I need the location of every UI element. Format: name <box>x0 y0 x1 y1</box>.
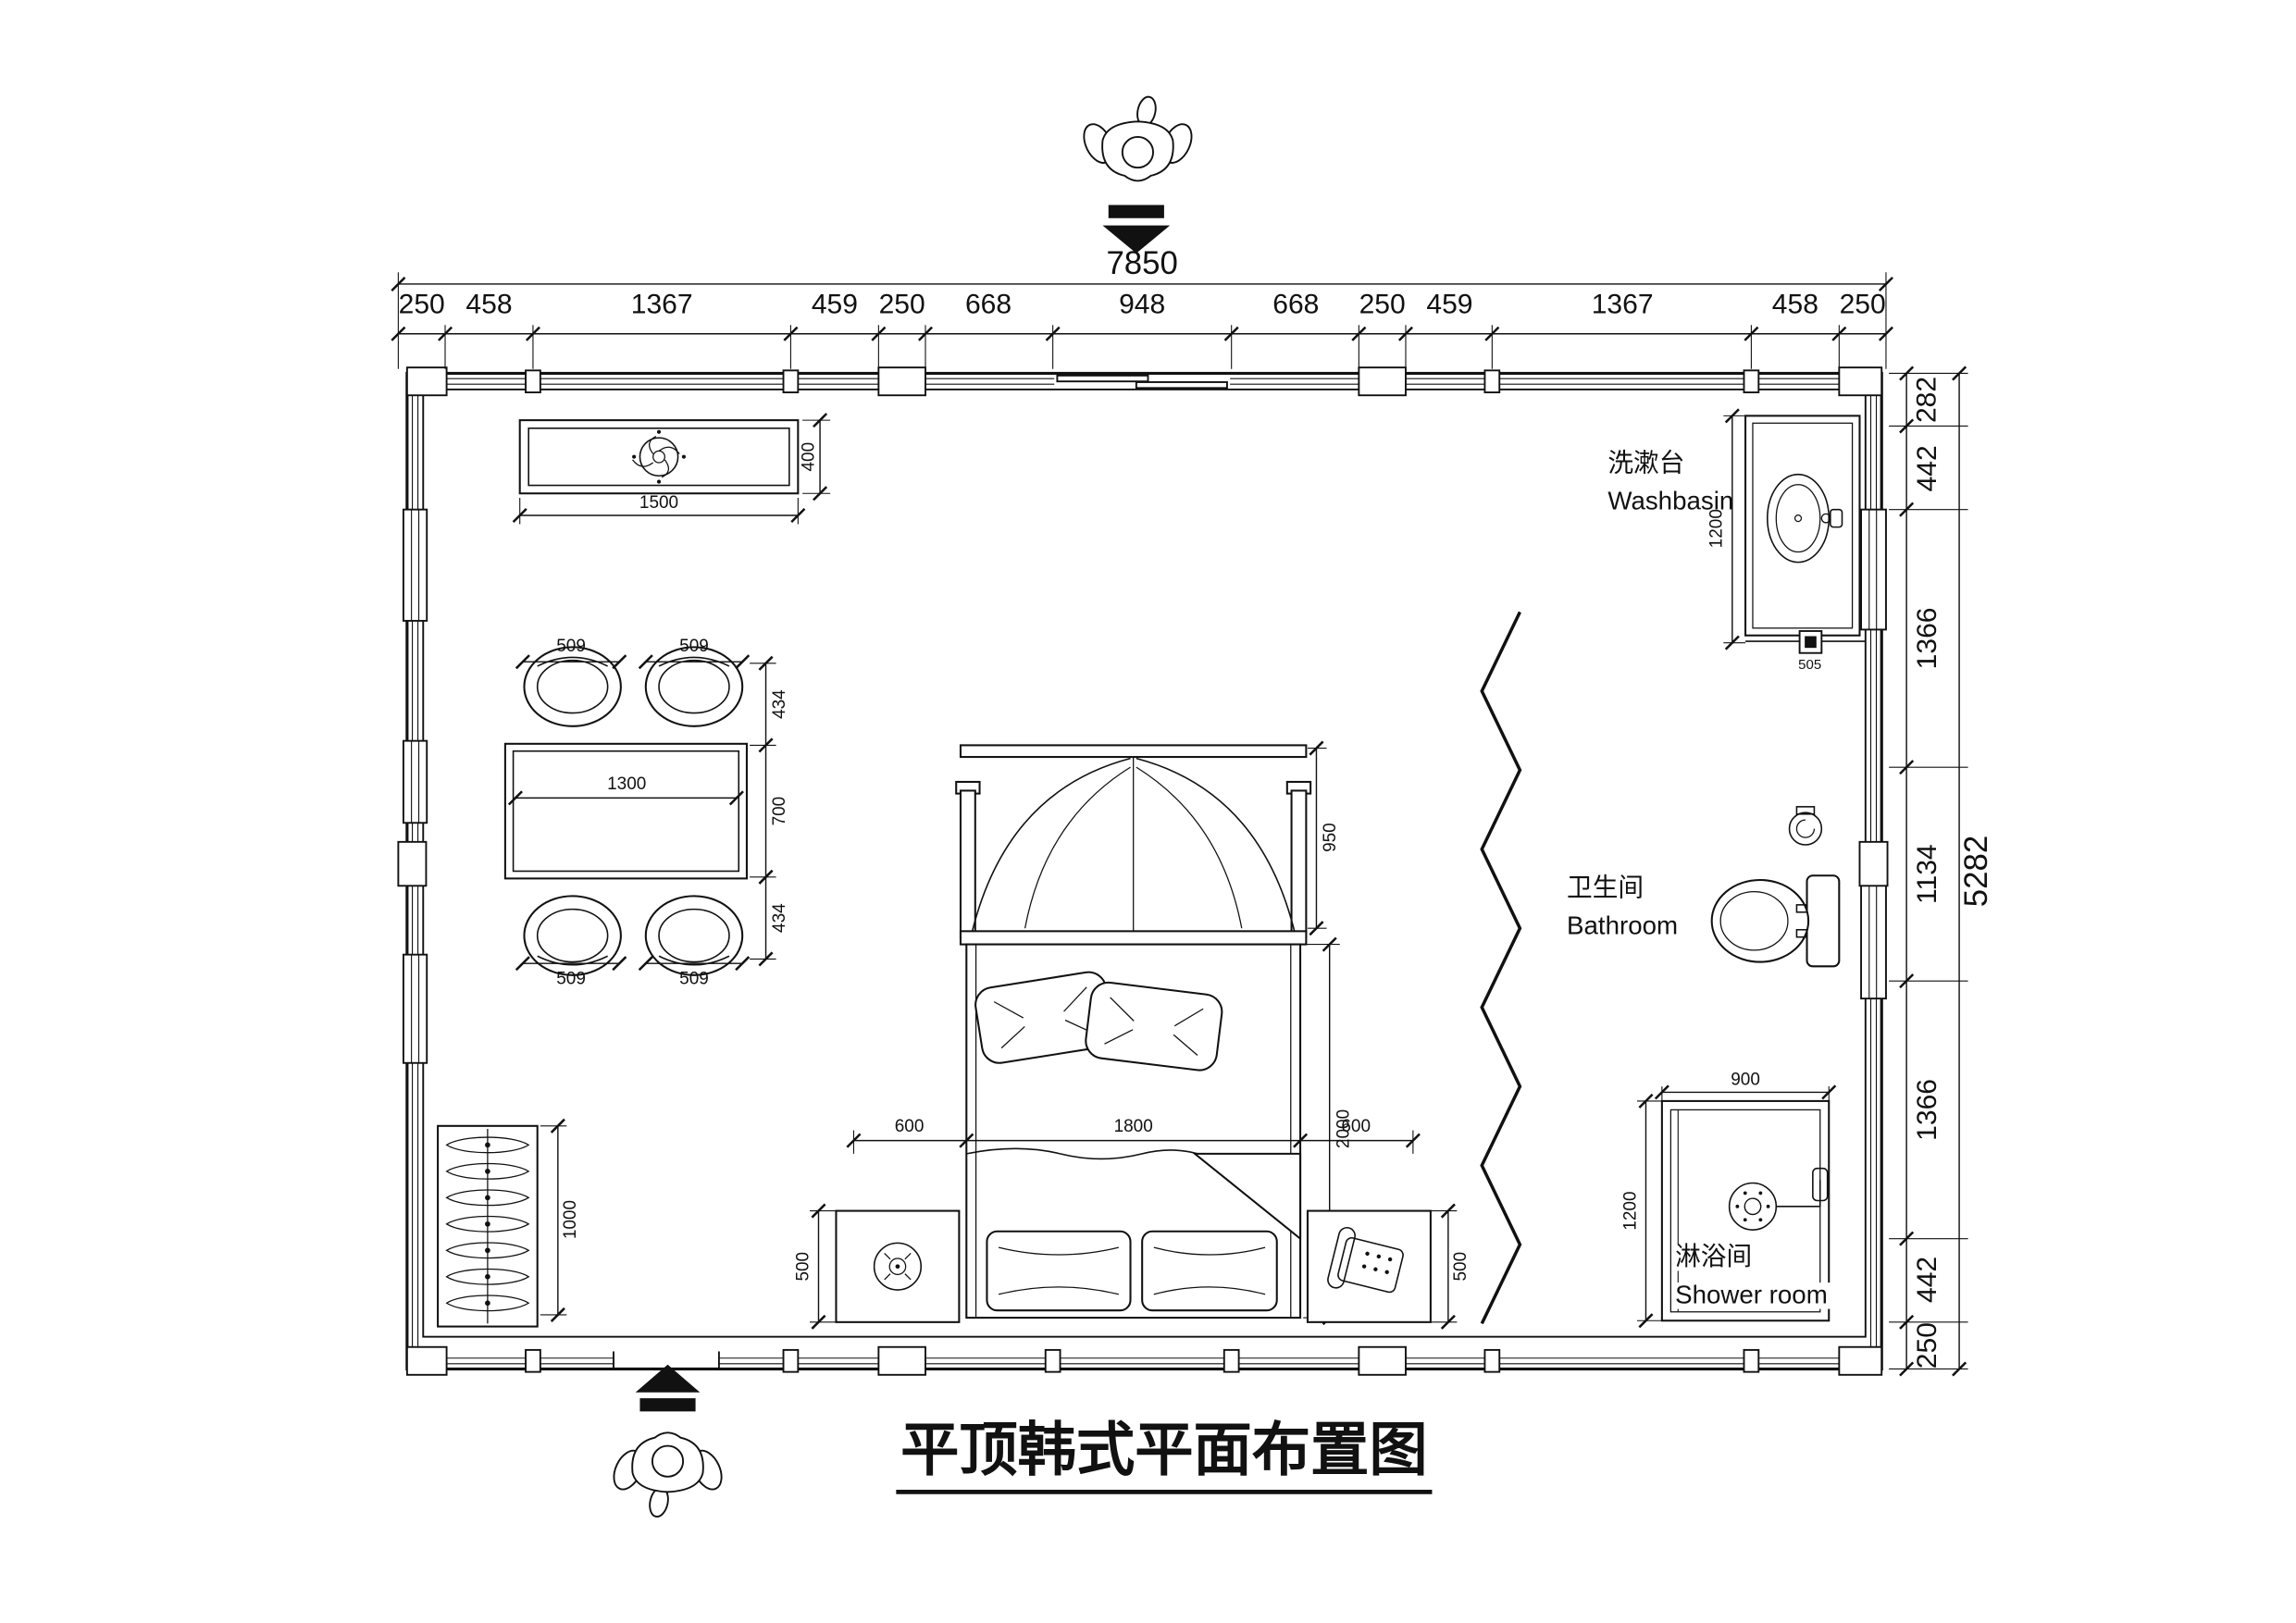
dim-overall-width: 7850 <box>1106 245 1177 281</box>
label-washbasin-zh: 洗漱台 <box>1607 449 1684 477</box>
toilet <box>1710 806 1841 968</box>
dim-top-8: 250 <box>1359 290 1406 320</box>
dim-shower-width: 900 <box>1731 1070 1760 1089</box>
dim-top-12: 250 <box>1840 290 1886 320</box>
drawing-title: 平顶韩式平面布置图 <box>896 1419 1433 1494</box>
dim-right-2: 1366 <box>1912 607 1942 669</box>
cabinet-decoration <box>632 429 686 484</box>
toilet-paper-holder <box>1788 806 1823 846</box>
pillow <box>1085 981 1223 1072</box>
pillow <box>974 971 1114 1064</box>
dim-top-3: 459 <box>812 290 858 320</box>
washbasin-vanity: 1200 505 <box>1707 407 1866 673</box>
entry-figure-top <box>1077 93 1198 254</box>
foot-cushion <box>986 1230 1278 1312</box>
dim-top-1: 458 <box>465 290 512 320</box>
label-washbasin-en: Washbasin <box>1607 487 1733 515</box>
label-shower-zh: 淋浴间 <box>1675 1242 1752 1270</box>
nightstand-left: 500 <box>793 1203 961 1331</box>
dining-chair <box>523 646 622 727</box>
dimension-chain-right: 282 442 1366 1134 1366 442 250 5282 <box>1889 365 1994 1377</box>
dim-table-depth-bottom: 434 <box>770 903 789 933</box>
entry-arrow-bar-top <box>1108 204 1164 218</box>
entry-arrow-up-icon <box>635 1364 701 1393</box>
dining-chair <box>644 895 744 976</box>
dim-top-11: 458 <box>1772 290 1818 320</box>
dining-chair <box>523 895 622 976</box>
dimension-chain-top: 7850 250 458 1367 459 250 668 948 668 25… <box>390 245 1894 369</box>
nightstand-right: 500 <box>1306 1203 1471 1331</box>
dim-top-6: 948 <box>1119 290 1165 320</box>
dim-top-10: 1367 <box>1592 290 1654 320</box>
telephone-icon <box>1327 1226 1404 1294</box>
dim-top-4: 250 <box>879 290 925 320</box>
dim-table-depth-top: 434 <box>770 689 789 719</box>
dining-chair <box>644 646 744 727</box>
label-bathroom-zh: 卫生间 <box>1567 873 1644 901</box>
dim-table-depth-mid: 700 <box>770 797 789 826</box>
dim-overall-height: 5282 <box>1958 836 1994 907</box>
clothes-rack: 1000 <box>437 1118 580 1328</box>
canopy-bed: 950 600 1800 600 <box>846 740 1421 1326</box>
console-cabinet: 1500 400 <box>512 412 831 525</box>
dim-chair-tr: 509 <box>679 637 709 656</box>
dim-chair-br: 509 <box>679 969 709 988</box>
shower-head <box>1728 1167 1829 1231</box>
dim-top-2: 1367 <box>631 290 693 320</box>
dim-right-1: 442 <box>1912 445 1942 491</box>
entry-arrow-bar-bottom <box>639 1398 696 1412</box>
dim-chair-tl: 509 <box>556 637 586 656</box>
top-entrance-door <box>1054 374 1231 390</box>
dim-right-5: 442 <box>1912 1257 1942 1303</box>
dim-chair-bl: 509 <box>556 969 586 988</box>
right-wall-windows <box>1860 508 1887 1000</box>
dim-cabinet-depth: 400 <box>800 442 819 472</box>
dim-floor-drain: 505 <box>1798 657 1821 673</box>
dim-right-6: 250 <box>1912 1322 1942 1369</box>
dim-nightstand-left: 500 <box>793 1252 813 1282</box>
dim-bed-flank-right: 600 <box>1341 1117 1371 1136</box>
bottom-entrance-door <box>613 1351 720 1369</box>
label-bathroom-en: Bathroom <box>1567 911 1678 940</box>
title-text: 平顶韩式平面布置图 <box>900 1419 1428 1483</box>
left-wall-windows <box>402 508 428 1064</box>
dim-top-5: 668 <box>965 290 1011 320</box>
dim-right-0: 282 <box>1912 377 1942 423</box>
dim-top-7: 668 <box>1272 290 1319 320</box>
dim-canopy-depth: 950 <box>1321 823 1340 852</box>
entry-arrow-down-icon <box>1102 225 1171 254</box>
dim-right-3: 1134 <box>1912 844 1942 904</box>
entry-figure-bottom <box>607 1364 728 1519</box>
zigzag-partition <box>1480 611 1522 1325</box>
dim-cabinet-width: 1500 <box>639 493 678 513</box>
dim-wardrobe-length: 1000 <box>561 1200 580 1239</box>
wall-columns <box>397 366 1889 1376</box>
dim-top-0: 250 <box>399 290 445 320</box>
dim-table-length: 1300 <box>607 774 646 794</box>
room-labels: 洗漱台 Washbasin 卫生间 Bathroom 淋浴间 Shower ro… <box>1567 449 1834 1309</box>
dim-shower-depth: 1200 <box>1620 1191 1640 1230</box>
dim-bed-width: 1800 <box>1114 1117 1153 1136</box>
dim-right-4: 1366 <box>1912 1079 1942 1141</box>
dim-bed-length: 2000 <box>1334 1109 1353 1148</box>
dim-bed-flank-left: 600 <box>895 1117 925 1136</box>
label-shower-en: Shower room <box>1675 1280 1828 1308</box>
dim-nightstand-right: 500 <box>1451 1252 1471 1282</box>
dim-vanity-length: 1200 <box>1707 509 1727 548</box>
dining-set: 1300 509 509 509 509 434 700 434 <box>503 637 789 988</box>
dim-top-9: 459 <box>1426 290 1472 320</box>
